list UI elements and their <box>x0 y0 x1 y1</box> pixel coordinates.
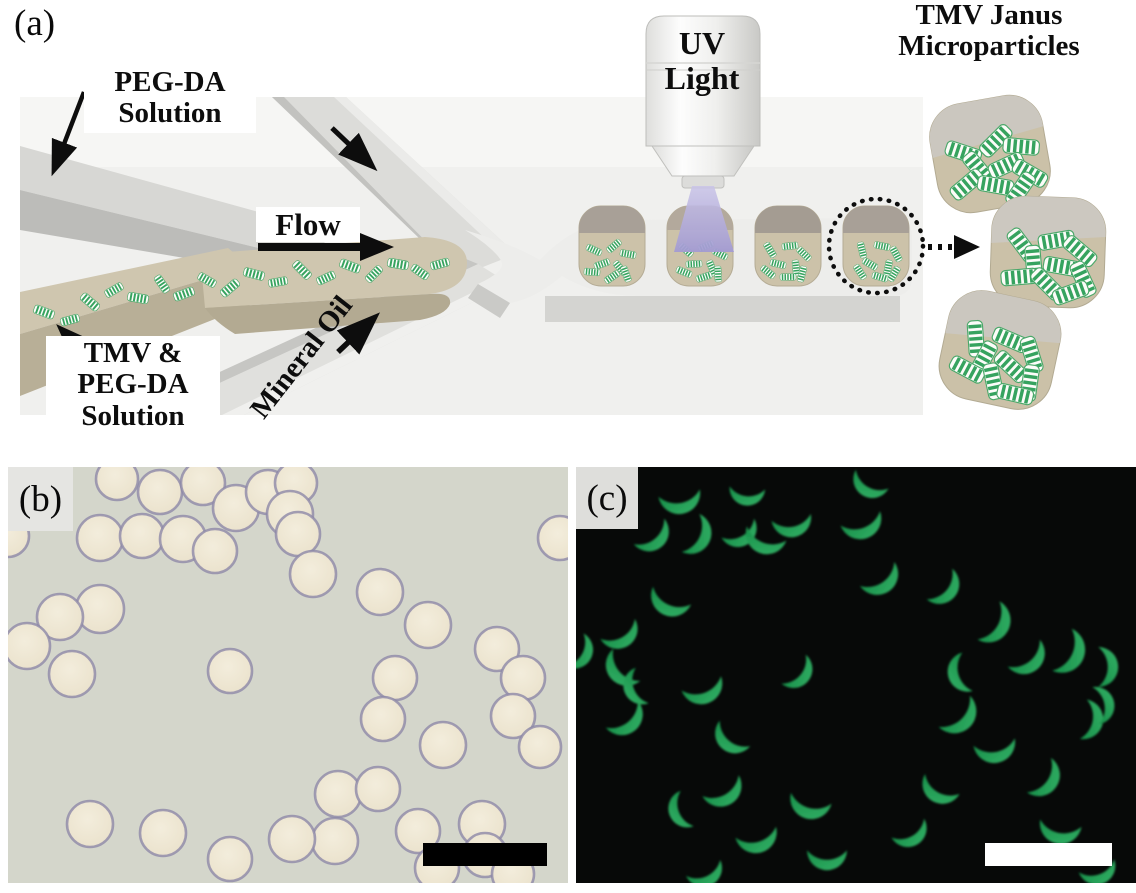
panel-b-label-box: (b) <box>8 467 73 531</box>
dotted-arrow <box>928 235 980 259</box>
tmv-janus-microparticles-label: TMV Janus Microparticles <box>858 0 1120 63</box>
dotted-highlight-circle <box>826 196 926 296</box>
scale-bar-black <box>423 843 547 866</box>
panel-b-brightfield-micrograph: (b) <box>8 467 568 883</box>
fluorescent-crescents <box>576 469 1121 883</box>
flow-label: Flow <box>256 207 360 243</box>
panel-c-fluorescence-micrograph: (c) <box>576 467 1136 883</box>
uv-lamp <box>645 15 761 189</box>
scale-bar-white <box>985 843 1112 866</box>
janus-microparticle <box>989 195 1107 309</box>
panel-c-label-box: (c) <box>576 467 638 529</box>
peg-da-line1: PEG-DA <box>114 66 226 98</box>
droplet <box>578 205 646 287</box>
panel-b-label: (b) <box>18 478 63 520</box>
microspheres <box>8 467 568 883</box>
mineral-oil-channel-top <box>272 97 516 276</box>
janus-line1: TMV Janus <box>915 0 1063 31</box>
janus-line2: Microparticles <box>898 30 1080 63</box>
panel-a-schematic: (a) PEG-DA Solution Flow TMV & PEG-DA So… <box>14 0 1120 438</box>
panel-a-label: (a) <box>14 3 56 44</box>
micrograph-c-svg <box>576 469 1121 883</box>
droplet <box>842 205 910 287</box>
flow-arrow <box>258 233 394 261</box>
peg-da-line2: Solution <box>118 97 222 130</box>
uv-beam-cone <box>674 186 734 252</box>
uv-line1: UV <box>678 25 726 61</box>
tmv-line3: Solution <box>81 399 185 432</box>
uv-line2: Light <box>664 59 740 96</box>
panel-c-label: (c) <box>586 477 628 519</box>
peg-da-solution-label: PEG-DA Solution <box>84 64 256 133</box>
tmv-line1: TMV & <box>83 337 183 369</box>
droplet <box>754 205 822 287</box>
micrograph-b-svg <box>8 467 568 883</box>
janus-microparticle <box>924 89 1052 214</box>
uv-light-label: UV Light <box>646 26 758 95</box>
tmv-peg-da-solution-label: TMV & PEG-DA Solution <box>46 336 220 438</box>
tmv-line2: PEG-DA <box>77 368 189 401</box>
